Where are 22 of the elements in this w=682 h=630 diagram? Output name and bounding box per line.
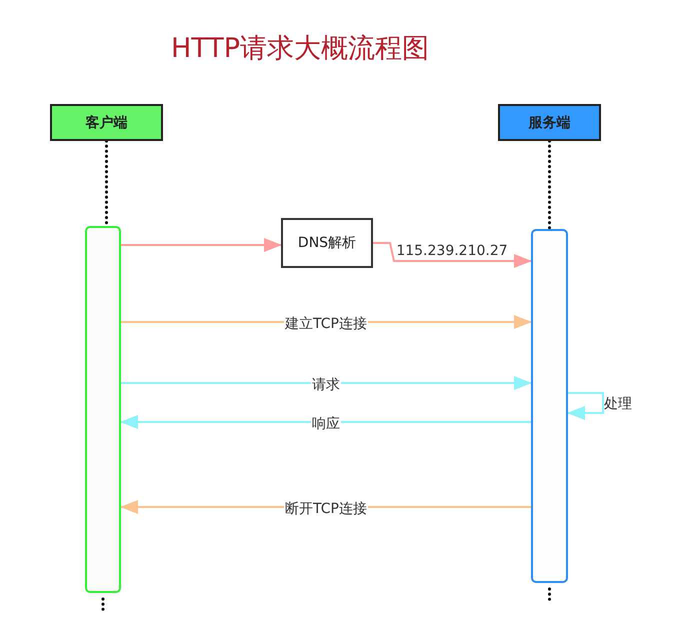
message-arrow <box>373 242 532 268</box>
node-label: 服务端 <box>528 114 570 132</box>
message-arrow <box>120 415 531 429</box>
message-arrow <box>121 376 532 390</box>
message-arrow <box>121 238 282 252</box>
lifeline <box>548 140 551 230</box>
lifeline <box>548 588 551 602</box>
diagram-title: HTTP请求大概流程图 <box>170 32 430 66</box>
lifeline <box>102 598 104 612</box>
node-label: 客户端 <box>86 114 128 132</box>
edge-label: 处理 <box>603 395 633 413</box>
process-box <box>281 218 373 268</box>
node-label: DNS解析 <box>298 234 356 252</box>
edge-label: 请求 <box>311 376 341 394</box>
self-message-arrow <box>567 392 604 420</box>
edge-label: 响应 <box>311 415 341 433</box>
activation-bar <box>85 226 121 593</box>
edge-label: 建立TCP连接 <box>284 315 368 333</box>
lifeline-header <box>498 104 601 141</box>
lifeline-header <box>50 104 163 141</box>
activation-bar <box>531 229 568 583</box>
edge-label: 断开TCP连接 <box>284 500 368 518</box>
